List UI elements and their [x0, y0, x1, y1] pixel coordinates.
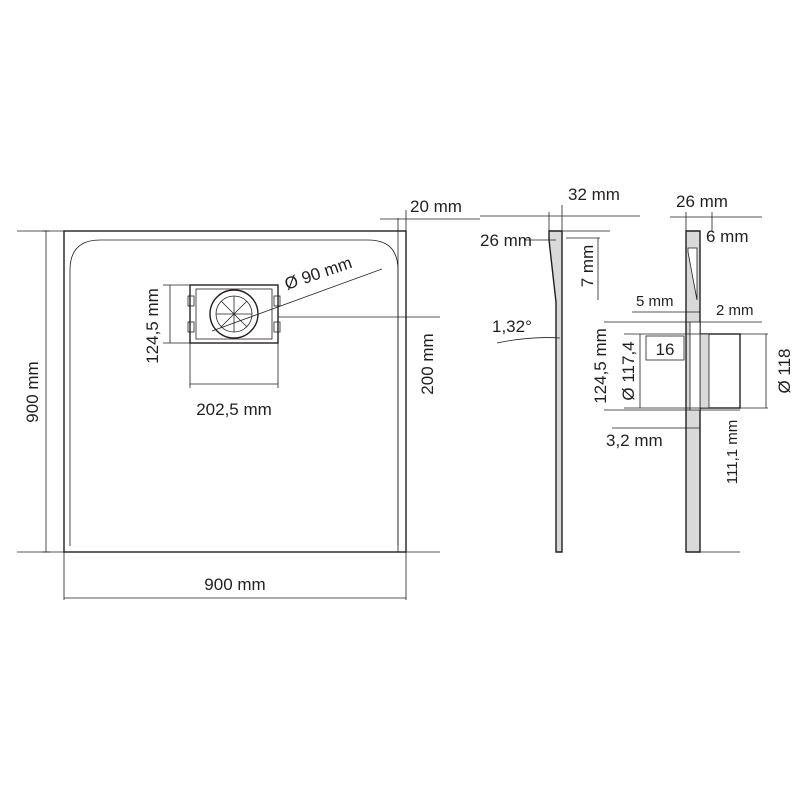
drain-offset-label: 200 mm [418, 333, 437, 394]
tray-rim [397, 230, 407, 553]
side-section: 32 mm 26 mm 7 mm 1,32° [480, 185, 640, 553]
left-gap-label: 5 mm [636, 293, 674, 310]
rim-width-label: 20 mm [410, 197, 462, 216]
inner-diameter-label: Ø 117,4 [619, 341, 638, 400]
right-gap-label: 2 mm [716, 302, 754, 319]
tray-height-label: 900 mm [23, 361, 42, 422]
tray-width-label: 900 mm [204, 575, 265, 594]
outer-diameter-label: Ø 118 [775, 348, 794, 393]
top-view: 900 mm 900 mm 124,5 mm 20 [17, 197, 480, 600]
drain-depth-label: 16 [656, 340, 675, 359]
drain-section-thickness-label: 26 mm [676, 192, 728, 211]
tray-inner-border [69, 239, 399, 546]
side-edge-label: 26 mm [480, 231, 532, 250]
drain-section-height-label: 124,5 mm [591, 328, 610, 404]
drain-length-label: 111,1 mm [724, 420, 741, 484]
drain-box [187, 284, 281, 344]
side-thickness-label: 32 mm [568, 185, 620, 204]
drain-height-label: 124,5 mm [143, 288, 162, 364]
side-section-profile [548, 230, 563, 553]
drain-section: 26 mm 6 mm 5 mm 2 mm 124,5 mm Ø 117,4 16… [591, 192, 794, 553]
slope-angle-label: 1,32° [492, 317, 532, 336]
side-depth-label: 7 mm [578, 245, 597, 288]
drain-section-edge-label: 6 mm [706, 227, 749, 246]
drain-width-label: 202,5 mm [196, 400, 272, 419]
drain-diameter-label: Ø 90 mm [282, 253, 354, 294]
bottom-offset-label: 3,2 mm [606, 431, 663, 450]
